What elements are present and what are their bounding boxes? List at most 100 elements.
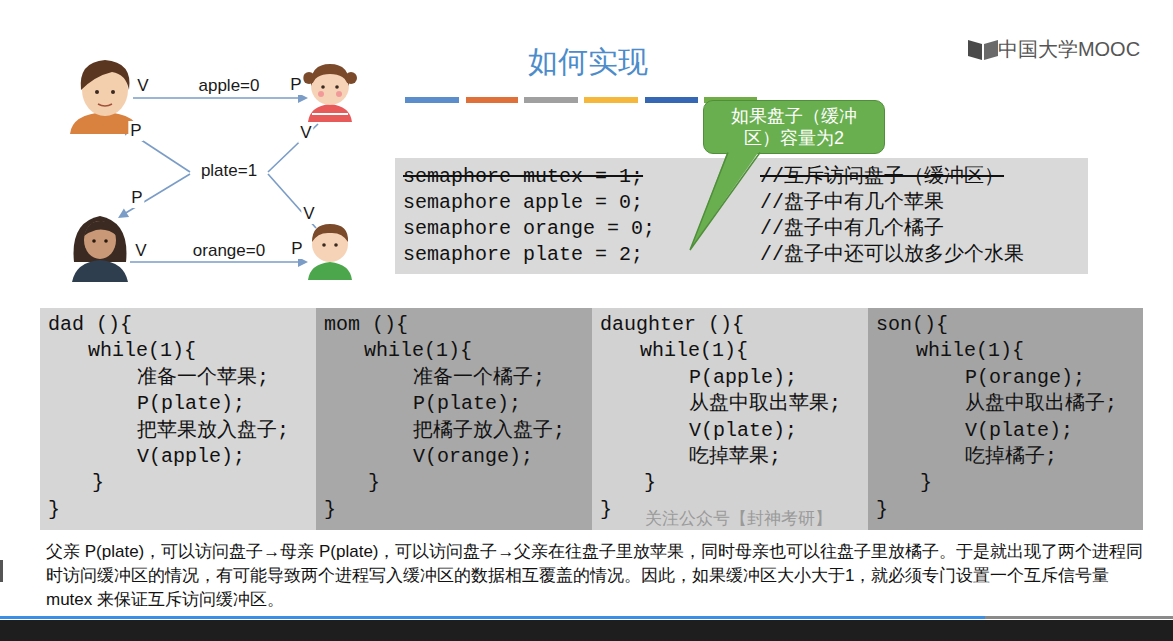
code-line: while(1){ [916, 338, 1143, 364]
sketch-lines [124, 98, 318, 262]
title-bars [405, 97, 757, 103]
title-bar [466, 97, 518, 103]
code-line: } [324, 497, 592, 523]
code-line: son(){ [876, 312, 1143, 338]
callout-bubble: 如果盘子（缓冲区）容量为2 [703, 100, 885, 154]
code-line: daughter (){ [600, 312, 868, 338]
code-line: 把苹果放入盘子; [137, 418, 316, 444]
code-line: 准备一个苹果; [137, 365, 316, 391]
slide-title: 如何实现 [528, 42, 648, 83]
sketch-line [268, 124, 318, 172]
progress-track [0, 616, 1173, 619]
code-line: //盘子中有几个苹果 [760, 190, 1080, 216]
pigtail [345, 72, 357, 84]
callout-tail-fill [690, 150, 760, 250]
code-panel: mom (){while(1){准备一个橘子;P(plate);把橘子放入盘子;… [316, 308, 592, 530]
code-line: V(plate); [965, 418, 1143, 444]
logo-text: 中国大学MOOC [996, 36, 1142, 63]
label-wrap: plate=1 [199, 161, 259, 181]
son-figure [308, 224, 352, 280]
shirt [308, 104, 352, 122]
code-line: //互斥访问盘子（缓冲区） [760, 164, 1080, 190]
code-line: 把橘子放入盘子; [413, 418, 592, 444]
pigtail [303, 72, 315, 84]
sketch-arrow [124, 174, 190, 214]
mom-figure [72, 216, 128, 282]
face [84, 221, 116, 259]
daughter-figure [303, 64, 357, 122]
eye [321, 85, 325, 89]
player-controls [0, 620, 1173, 641]
title-bar [405, 97, 459, 103]
label-wrap: V [135, 76, 150, 96]
code-line: } [644, 470, 868, 496]
logo-icon [968, 40, 998, 60]
code-line: V(plate); [689, 418, 868, 444]
label-wrap: V [298, 123, 313, 143]
label-wrap: P [288, 75, 303, 95]
logo-leaf [984, 40, 998, 60]
shirt [72, 260, 128, 282]
code-line: } [368, 470, 592, 496]
caption-wrap: 父亲 P(plate)，可以访问盘子→母亲 P(plate)，可以访问盘子→父亲… [46, 540, 1158, 612]
code-line: P(orange); [965, 365, 1143, 391]
semaphore-label: P [129, 188, 144, 208]
title-bar [524, 97, 578, 103]
semaphore-label: P [288, 75, 303, 95]
code-line: } [92, 470, 316, 496]
semaphore-label: P [128, 121, 143, 141]
hair [312, 224, 348, 242]
code-panel: son(){while(1){P(orange);从盘中取出橘子;V(plate… [868, 308, 1143, 530]
cheek [336, 91, 342, 97]
code-line: while(1){ [364, 338, 592, 364]
label-wrap: V [301, 204, 316, 224]
semaphore-box: semaphore mutex = 1;//互斥访问盘子（缓冲区） semapho… [395, 158, 1088, 274]
code-line: //盘子中还可以放多少个水果 [760, 242, 1080, 268]
semaphore-label: V [135, 76, 150, 96]
code-line: 从盘中取出橘子; [965, 391, 1143, 417]
eye [334, 243, 338, 247]
label-wrap: 关注公众号【封神考研】 [643, 507, 834, 530]
callout-text: 如果盘子（缓冲区）容量为2 [730, 105, 858, 149]
label-wrap: P [129, 188, 144, 208]
label-wrap: P [128, 121, 143, 141]
title-bar [645, 97, 698, 103]
code-line: while(1){ [88, 338, 316, 364]
code-line: } [48, 497, 316, 523]
semaphore-label: V [301, 204, 316, 224]
code-line: mom (){ [324, 312, 592, 338]
bangs [84, 221, 117, 236]
eye [92, 239, 96, 243]
semaphore-label: V [133, 241, 148, 261]
logo-leaf [968, 40, 982, 60]
code-line: 吃掉橘子; [965, 444, 1143, 470]
semaphore-label: V [298, 123, 313, 143]
eye [104, 239, 108, 243]
mouth [98, 104, 112, 106]
code-line: //盘子中有几个橘子 [760, 216, 1080, 242]
semaphore-label: P [289, 239, 304, 259]
code-line: semaphore mutex = 1; [403, 164, 760, 190]
progress-fill [0, 616, 985, 619]
eye [322, 243, 326, 247]
code-line: } [876, 497, 1143, 523]
code-line: P(apple); [689, 365, 868, 391]
watermark: 关注公众号【封神考研】 [643, 507, 834, 530]
code-line: semaphore plate = 2; [403, 242, 760, 268]
label-wrap: P [289, 239, 304, 259]
label-wrap: orange=0 [191, 241, 267, 261]
shirt-stripe [312, 113, 348, 115]
shirt [308, 262, 352, 280]
callout-tail-edge [690, 152, 760, 250]
hair [74, 216, 127, 262]
sketch-arrow [130, 261, 300, 263]
cheek [318, 91, 324, 97]
edge-mark [0, 560, 3, 582]
code-line: 吃掉苹果; [689, 444, 868, 470]
label-wrap: 中国大学MOOC [996, 36, 1142, 63]
title-bar [584, 97, 638, 103]
code-line: 从盘中取出苹果; [689, 391, 868, 417]
caption-text: 父亲 P(plate)，可以访问盘子→母亲 P(plate)，可以访问盘子→父亲… [46, 540, 1158, 612]
semaphore-label: plate=1 [199, 161, 259, 181]
